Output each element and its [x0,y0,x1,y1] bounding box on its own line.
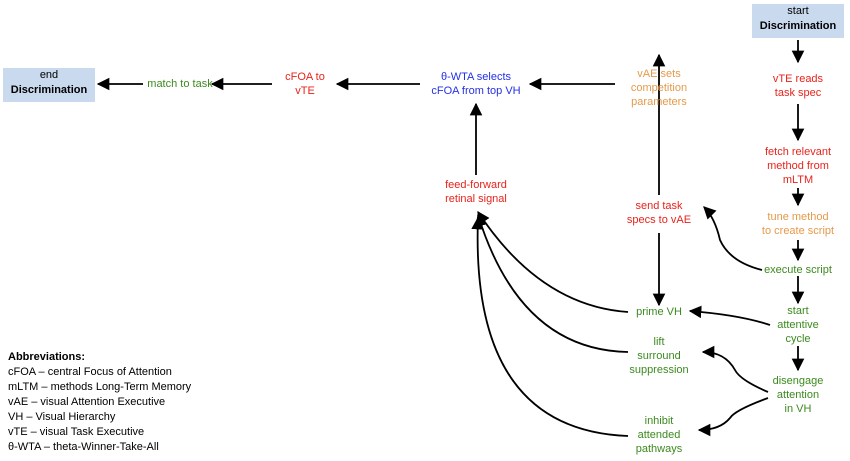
node-vae-sets-line1: vAE sets [637,68,681,80]
node-disengage-line1: disengage [772,375,824,387]
abbreviation-item: mLTM – methods Long-Term Memory [8,381,192,393]
node-vte-reads-line2: task spec [774,87,822,99]
node-vae-sets-line2: competition [630,82,688,94]
node-fetch-line3: mLTM [782,174,814,186]
start-title: Discrimination [759,20,837,32]
node-disengage: disengage attention in VH [748,374,848,416]
node-disengage-line2: attention [776,389,820,401]
end-title: Discrimination [10,84,88,96]
node-feedforward-line1: feed-forward [445,179,507,191]
node-vte-reads-line1: vTE reads [772,73,824,85]
node-match-task: match to task [140,77,220,91]
abbreviation-item: vAE – visual Attention Executive [8,396,166,408]
node-inhibit-line2: attended [637,429,681,441]
node-start-cycle-line2: attentive [777,319,819,331]
end-label: end [39,69,59,81]
node-tune-method: tune method to create script [738,210,850,238]
node-lift-line2: surround [637,350,681,362]
abbreviation-item: θ-WTA – theta-Winner-Take-All [8,441,159,453]
arrow-lift-to-feedforward [475,213,629,353]
node-prime-vh: prime VH [619,305,699,319]
node-vae-sets: vAE sets competition parameters [609,67,709,109]
node-start-cycle: start attentive cycle [748,304,848,346]
node-feed-forward: feed-forward retinal signal [426,178,526,206]
arrow-disengage-to-lift [701,345,769,393]
node-cfoa-line1: cFOA to [285,71,325,83]
arrow-prime-to-feedforward [477,210,629,313]
node-vte-reads: vTE reads task spec [748,72,848,100]
node-fetch-line2: method from [767,160,829,172]
arrow-execute-to-send-specs [703,206,763,271]
end-box: end Discrimination [3,68,95,102]
start-box: start Discrimination [752,4,844,38]
node-send-specs-line1: send task [635,200,683,212]
node-start-cycle-line1: start [787,305,809,317]
node-disengage-line3: in VH [784,403,812,415]
node-start-cycle-line3: cycle [785,333,811,345]
node-wta-selects: θ-WTA selects cFOA from top VH [416,70,536,98]
abbreviation-item: cFOA – central Focus of Attention [8,366,172,378]
abbreviation-item: vTE – visual Task Executive [8,426,145,438]
node-cfoa-line2: vTE [295,85,315,97]
abbreviation-item: VH – Visual Hierarchy [8,411,116,423]
node-lift-line3: suppression [629,364,689,376]
node-tune-line1: tune method [767,211,829,223]
node-lift-line1: lift [653,336,665,348]
abbreviations-legend: Abbreviations: cFOA – central Focus of A… [8,350,191,455]
start-label: start [787,5,809,17]
node-cfoa-to-vte: cFOA to vTE [274,70,336,98]
node-wta-line2: cFOA from top VH [431,85,521,97]
node-execute-script: execute script [748,263,848,277]
node-match-line1: match to task [147,78,213,90]
node-feedforward-line2: retinal signal [445,193,507,205]
node-send-specs: send task specs to vAE [609,199,709,227]
node-inhibit-line3: pathways [635,443,683,455]
arrow-start-cycle-to-prime [688,305,771,326]
node-fetch-line1: fetch relevant [764,146,832,158]
arrow-disengage-to-inhibit [697,397,769,437]
node-execute-line1: execute script [764,264,832,276]
node-fetch-method: fetch relevant method from mLTM [748,145,848,187]
node-send-specs-line2: specs to vAE [626,214,692,226]
node-inhibit-line1: inhibit [644,415,674,427]
abbreviations-heading: Abbreviations: [8,351,86,363]
node-inhibit-pathways: inhibit attended pathways [619,414,699,456]
node-tune-line2: to create script [761,225,835,237]
node-vae-sets-line3: parameters [631,96,687,108]
arrow-inhibit-to-feedforward [471,216,629,437]
node-lift-suppression: lift surround suppression [619,335,699,377]
node-wta-line1: θ-WTA selects [440,71,512,83]
node-prime-line1: prime VH [636,306,682,318]
